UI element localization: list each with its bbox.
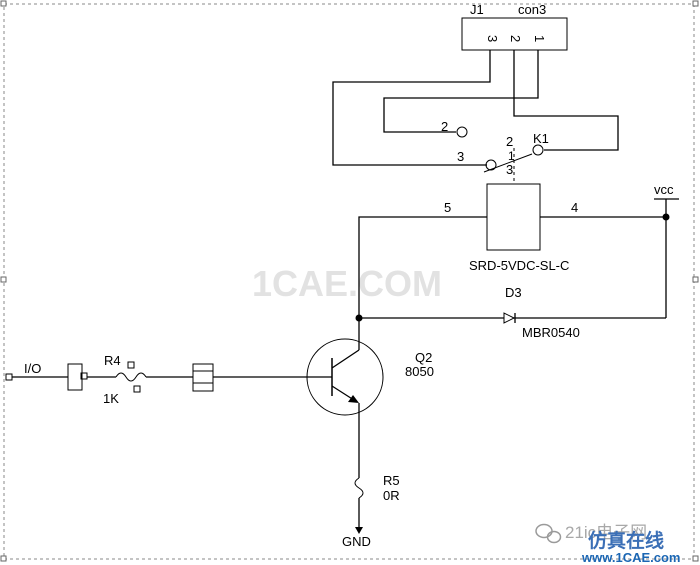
ground-arrow	[355, 527, 363, 534]
input-io: I/O	[5, 361, 116, 391]
connector-j1: J1 con3 3 2 1	[461, 2, 568, 51]
r5-value: 0R	[383, 488, 400, 503]
r4-ref: R4	[104, 353, 121, 368]
wire-j1-pin2	[513, 50, 619, 151]
wire-j1-pin1	[383, 50, 539, 133]
connector-pin-3: 3	[485, 35, 500, 42]
resize-handle-mid-left[interactable]	[0, 276, 7, 283]
ground-label: GND	[342, 534, 371, 549]
resistor-r4: R4 1K	[103, 353, 147, 406]
io-test-point	[67, 363, 83, 391]
transistor-q2: Q2 8050	[306, 338, 434, 416]
resize-handle-bottom-left[interactable]	[0, 555, 7, 562]
diode-triangle	[503, 312, 516, 324]
power-vcc: vcc	[654, 182, 679, 221]
r4-pin-bottom	[133, 385, 141, 393]
relay-coil-pin-4: 4	[571, 200, 578, 215]
diode-d3: D3 MBR0540	[355, 285, 666, 340]
r5-ref: R5	[383, 473, 400, 488]
r4-value: 1K	[103, 391, 119, 406]
relay-contact-label-3: 3	[457, 149, 464, 164]
relay-coil-pin-5: 5	[444, 200, 451, 215]
watermark: 1CAE.COM	[252, 263, 442, 304]
relay-ref: K1	[533, 131, 549, 146]
connector-name: con3	[518, 2, 546, 17]
ground: GND	[342, 527, 371, 549]
vcc-label: vcc	[654, 182, 674, 197]
relay-switch-k1: 2 3 2 1 3 K1	[441, 119, 549, 184]
relay-part-number: SRD-5VDC-SL-C	[469, 258, 569, 273]
relay-contact-nc	[456, 126, 468, 138]
resize-handle-top-right[interactable]	[692, 0, 699, 7]
q2-body	[306, 338, 384, 416]
io-test-point-pin	[80, 372, 88, 380]
connector-pin-1: 1	[532, 35, 547, 42]
r5-symbol	[354, 477, 364, 499]
branding: 21ic电子网 仿真在线 www.1CAE.com	[535, 523, 680, 565]
site-url: www.1CAE.com	[581, 550, 680, 565]
resize-handle-bottom-right[interactable]	[692, 555, 699, 562]
connector-ref: J1	[470, 2, 484, 17]
resistor-r5: R5 0R	[354, 473, 400, 503]
relay-contact-label-2: 2	[441, 119, 448, 134]
relay-coil: 5 4 SRD-5VDC-SL-C	[444, 183, 578, 273]
wechat-account-name: 21ic电子网	[565, 523, 647, 542]
q2-collector-arm	[331, 349, 360, 369]
q2-emitter-arrow	[348, 395, 359, 403]
relay-coil-body	[486, 183, 541, 251]
r4-pin-top	[127, 361, 135, 369]
wire-j1-pin3	[332, 50, 491, 166]
io-port	[5, 373, 13, 381]
relay-contact-no	[532, 144, 544, 156]
relay-contact-com	[485, 159, 497, 171]
relay-switch-pin-1: 1	[508, 149, 515, 163]
diode-part-number: MBR0540	[522, 325, 580, 340]
wire-coil-pin5	[358, 216, 487, 318]
q2-part-number: 8050	[405, 364, 434, 379]
r4-symbol	[115, 372, 147, 382]
connector-body	[461, 17, 568, 51]
relay-switch-pin-3: 3	[506, 162, 513, 177]
relay-switch-pin-2: 2	[506, 134, 513, 149]
relay-armature	[483, 153, 533, 173]
ferrite-bead	[192, 363, 214, 392]
q2-ref: Q2	[415, 350, 432, 365]
wechat-icon	[535, 523, 562, 544]
resize-handle-mid-right[interactable]	[692, 276, 699, 283]
diode-ref: D3	[505, 285, 522, 300]
connector-pin-2: 2	[508, 35, 523, 42]
resize-handle-top-left[interactable]	[0, 0, 7, 7]
io-label: I/O	[24, 361, 41, 376]
site-name-cn: 仿真在线	[588, 529, 664, 552]
ferrite-body	[192, 363, 214, 392]
